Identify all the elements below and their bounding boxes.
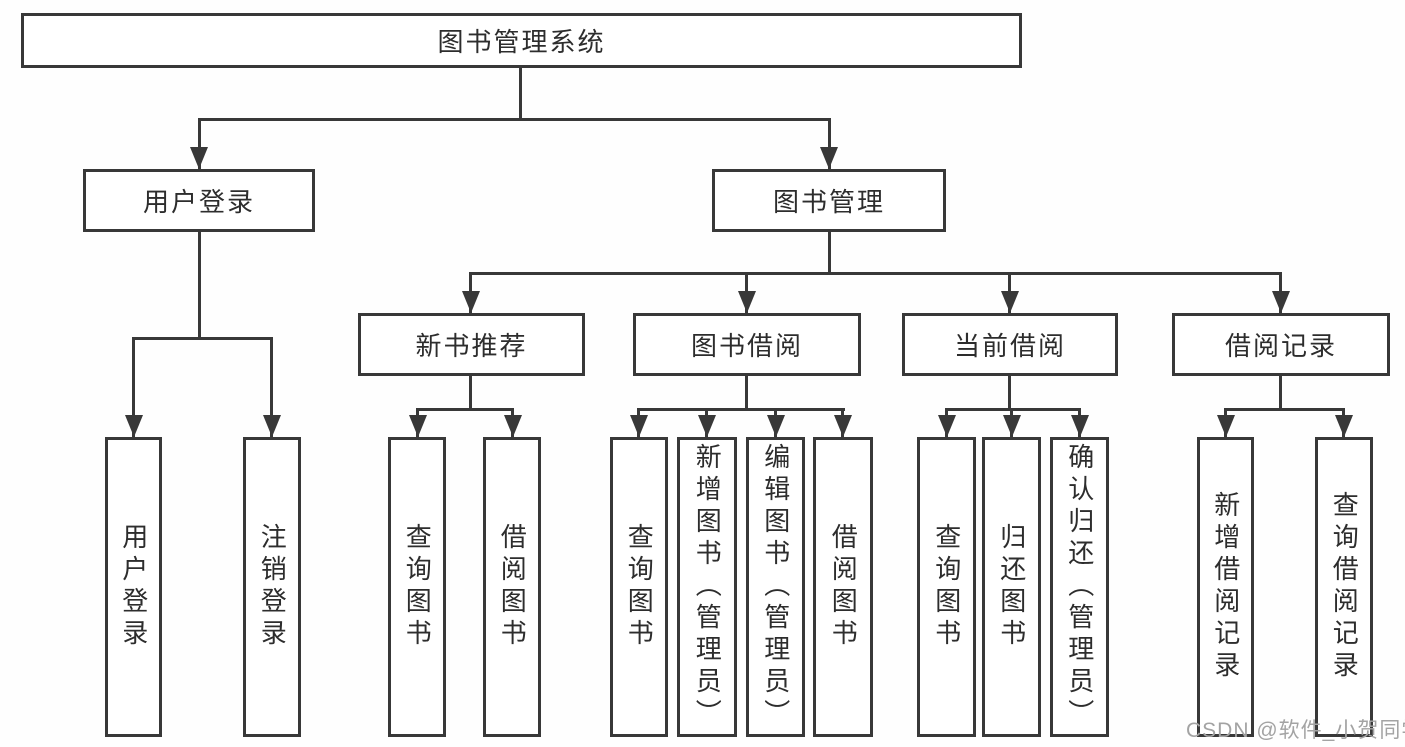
node-book-borrowing: 图书借阅 [633, 313, 861, 376]
leaf-add-books-admin-label: 新增图书（管理员） [692, 443, 723, 731]
leaf-borrow-books-recommendation: 借阅图书 [483, 437, 541, 737]
node-book-borrowing-label: 图书借阅 [690, 331, 803, 361]
arrowhead-return-books [1003, 415, 1021, 437]
arrowhead-book-mgmt [820, 147, 838, 169]
leaf-user-login-label: 用户登录 [118, 523, 149, 651]
leaf-add-books-admin: 新增图书（管理员） [677, 437, 737, 737]
node-root-library-management-system: 图书管理系统 [21, 13, 1022, 68]
leaf-return-books: 归还图书 [982, 437, 1041, 737]
node-borrowing-records-label: 借阅记录 [1224, 331, 1337, 361]
connector-book-borrow-branch [637, 408, 845, 411]
leaf-borrow-books-label: 借阅图书 [828, 523, 859, 651]
arrowhead-query-books-borrow [630, 415, 648, 437]
arrowhead-query-books-current [938, 415, 956, 437]
arrowhead-borrow-records [1272, 291, 1290, 313]
node-user-login-label: 用户登录 [142, 187, 255, 217]
leaf-query-books-current-label: 查询图书 [931, 523, 962, 651]
connector-to-book-mgmt [828, 118, 831, 169]
connector-new-book-rec-stub [469, 376, 472, 408]
leaf-return-books-label: 归还图书 [996, 523, 1027, 651]
arrowhead-leaf-logout [263, 415, 281, 437]
arrowhead-current-borrow [1001, 291, 1019, 313]
leaf-user-login: 用户登录 [105, 437, 162, 737]
connector-to-leaf-user-login [132, 337, 135, 437]
arrowhead-add-books [698, 415, 716, 437]
connector-root-stub [519, 68, 522, 118]
arrowhead-add-borrow-record [1217, 415, 1235, 437]
node-current-borrowing: 当前借阅 [902, 313, 1118, 376]
csdn-watermark: CSDN @软件_小贺同学 [1186, 719, 1405, 742]
leaf-borrow-books: 借阅图书 [813, 437, 873, 737]
node-new-book-recommendation: 新书推荐 [358, 313, 585, 376]
arrowhead-edit-books [767, 415, 785, 437]
connector-new-book-rec-branch [416, 408, 514, 411]
leaf-add-borrow-record-label: 新增借阅记录 [1210, 491, 1241, 683]
leaf-confirm-return-admin-label: 确认归还（管理员） [1064, 443, 1095, 731]
connector-book-mgmt-stub [828, 232, 831, 272]
leaf-query-books-borrowing: 查询图书 [610, 437, 668, 737]
arrowhead-borrow-books [834, 415, 852, 437]
leaf-query-books-recommendation-label: 查询图书 [402, 523, 433, 651]
leaf-query-books-recommendation: 查询图书 [388, 437, 446, 737]
arrowhead-borrow-books-rec [504, 415, 522, 437]
leaf-query-borrow-record: 查询借阅记录 [1315, 437, 1373, 737]
leaf-query-books-current: 查询图书 [917, 437, 976, 737]
connector-root-branch [198, 118, 831, 121]
connector-book-mgmt-branch [469, 272, 1282, 275]
connector-user-login-stub [198, 232, 201, 337]
arrowhead-query-books-rec [409, 415, 427, 437]
leaf-edit-books-admin-label: 编辑图书（管理员） [760, 443, 791, 731]
connector-borrow-records-branch [1224, 408, 1344, 411]
leaf-add-borrow-record: 新增借阅记录 [1197, 437, 1254, 737]
connector-to-leaf-logout [270, 337, 273, 437]
arrowhead-book-borrow [738, 291, 756, 313]
connector-book-borrow-stub [745, 376, 748, 408]
node-book-management: 图书管理 [712, 169, 946, 232]
node-user-login: 用户登录 [83, 169, 315, 232]
node-borrowing-records: 借阅记录 [1172, 313, 1390, 376]
arrowhead-user-login [190, 147, 208, 169]
arrowhead-query-borrow-record [1335, 415, 1353, 437]
leaf-query-books-borrowing-label: 查询图书 [624, 523, 655, 651]
arrowhead-new-book-rec [462, 291, 480, 313]
connector-borrow-records-stub [1279, 376, 1282, 408]
node-root-label: 图书管理系统 [437, 27, 606, 57]
arrowhead-confirm-return [1071, 415, 1089, 437]
leaf-logout: 注销登录 [243, 437, 301, 737]
leaf-borrow-books-recommendation-label: 借阅图书 [497, 523, 528, 651]
leaf-logout-label: 注销登录 [257, 523, 288, 651]
node-book-management-label: 图书管理 [772, 187, 885, 217]
node-new-book-recommendation-label: 新书推荐 [415, 331, 528, 361]
connector-to-user-login [198, 118, 201, 169]
connector-user-login-branch [132, 337, 273, 340]
leaf-query-borrow-record-label: 查询借阅记录 [1329, 491, 1360, 683]
leaf-edit-books-admin: 编辑图书（管理员） [746, 437, 805, 737]
node-current-borrowing-label: 当前借阅 [953, 331, 1066, 361]
connector-current-borrow-stub [1008, 376, 1011, 408]
leaf-confirm-return-admin: 确认归还（管理员） [1050, 437, 1109, 737]
arrowhead-leaf-user-login [125, 415, 143, 437]
